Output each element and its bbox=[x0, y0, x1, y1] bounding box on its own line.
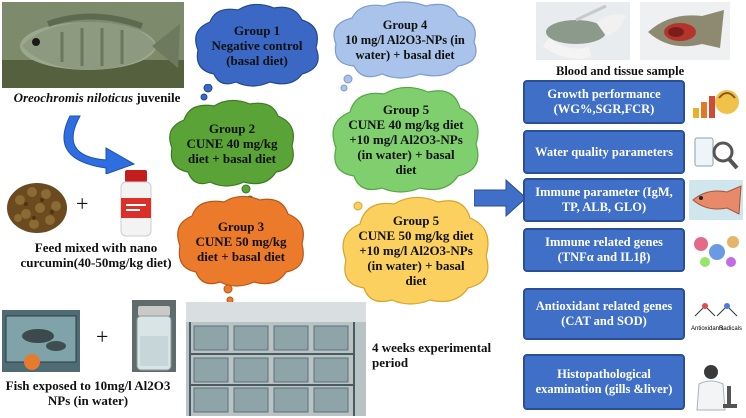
right-arrow-icon bbox=[474, 178, 528, 218]
group-4-text: Group 4 10 mg/l Al2O3-NPs (in water) + b… bbox=[344, 18, 466, 63]
panel-immune-parameter: Immune parameter (IgM, TP, ALB, GLO) bbox=[523, 178, 685, 222]
growth-chart-icon bbox=[689, 82, 743, 122]
group-2-cloud: Group 2 CUNE 40 mg/kg diet + basal diet bbox=[168, 100, 296, 186]
antioxidant-thumb-right-label: Radicals bbox=[719, 326, 742, 332]
blood-sample-photo bbox=[536, 2, 630, 60]
group-1-cloud: Group 1 Negative control (basal diet) bbox=[192, 4, 322, 86]
species-name: Oreochromis niloticus bbox=[14, 90, 134, 105]
group-3-text: Group 3 CUNE 50 mg/kg diet + basal diet bbox=[195, 219, 287, 264]
experimental-tanks-photo bbox=[186, 302, 366, 416]
panel-histopathology: Histopathological examination (gills &li… bbox=[523, 354, 685, 410]
fish-label: Oreochromis niloticus juvenile bbox=[2, 90, 192, 105]
panel-antioxidant-genes: Antioxidant related genes (CAT and SOD) bbox=[523, 288, 685, 340]
panel-growth-performance: Growth performance (WG%,SGR,FCR) bbox=[523, 80, 685, 124]
group-3-cloud: Group 3 CUNE 50 mg/kg diet + basal diet bbox=[176, 196, 306, 286]
tilapia-photo bbox=[2, 2, 184, 88]
group-5a-cloud: Group 5 CUNE 40 mg/kg diet +10 mg/l Al2O… bbox=[330, 86, 482, 192]
group-4-cloud: Group 4 10 mg/l Al2O3-NPs (in water) + b… bbox=[330, 2, 480, 78]
plus-sign-2: + bbox=[96, 325, 108, 349]
group-5a-text: Group 5 CUNE 40 mg/kg diet +10 mg/l Al2O… bbox=[348, 102, 464, 177]
nanoparticle-jar-photo bbox=[132, 300, 176, 372]
period-label: 4 weeks experimental period bbox=[372, 340, 512, 370]
group-1-text: Group 1 Negative control (basal diet) bbox=[209, 23, 305, 68]
immune-cells-icon bbox=[689, 230, 743, 270]
plus-sign-1: + bbox=[76, 192, 88, 216]
panel-immune-genes: Immune related genes (TNFα and IL1β) bbox=[523, 228, 685, 272]
fish-anatomy-icon bbox=[689, 180, 743, 220]
panel-water-quality: Water quality parameters bbox=[523, 130, 685, 174]
curcumin-bottle-photo bbox=[118, 170, 154, 238]
curved-arrow-icon bbox=[62, 112, 142, 174]
aquarium-fish-photo bbox=[2, 310, 80, 372]
sample-label: Blood and tissue sample bbox=[556, 64, 736, 79]
antioxidant-diagram-icon: Antioxidants Radicals bbox=[689, 296, 743, 336]
dissected-fish-photo bbox=[640, 2, 730, 60]
feed-pellets-photo bbox=[6, 178, 68, 234]
microscope-scientist-icon bbox=[689, 360, 743, 412]
exposure-label: Fish exposed to 10mg/l Al2O3 NPs (in wat… bbox=[0, 378, 176, 408]
group-2-text: Group 2 CUNE 40 mg/kg diet + basal diet bbox=[186, 121, 278, 166]
feed-label: Feed mixed with nano curcumin(40-50mg/kg… bbox=[2, 240, 190, 270]
water-test-icon bbox=[689, 132, 743, 172]
group-5b-text: Group 5 CUNE 50 mg/kg diet +10 mg/l Al2O… bbox=[358, 213, 474, 288]
group-5b-tail bbox=[350, 198, 366, 214]
